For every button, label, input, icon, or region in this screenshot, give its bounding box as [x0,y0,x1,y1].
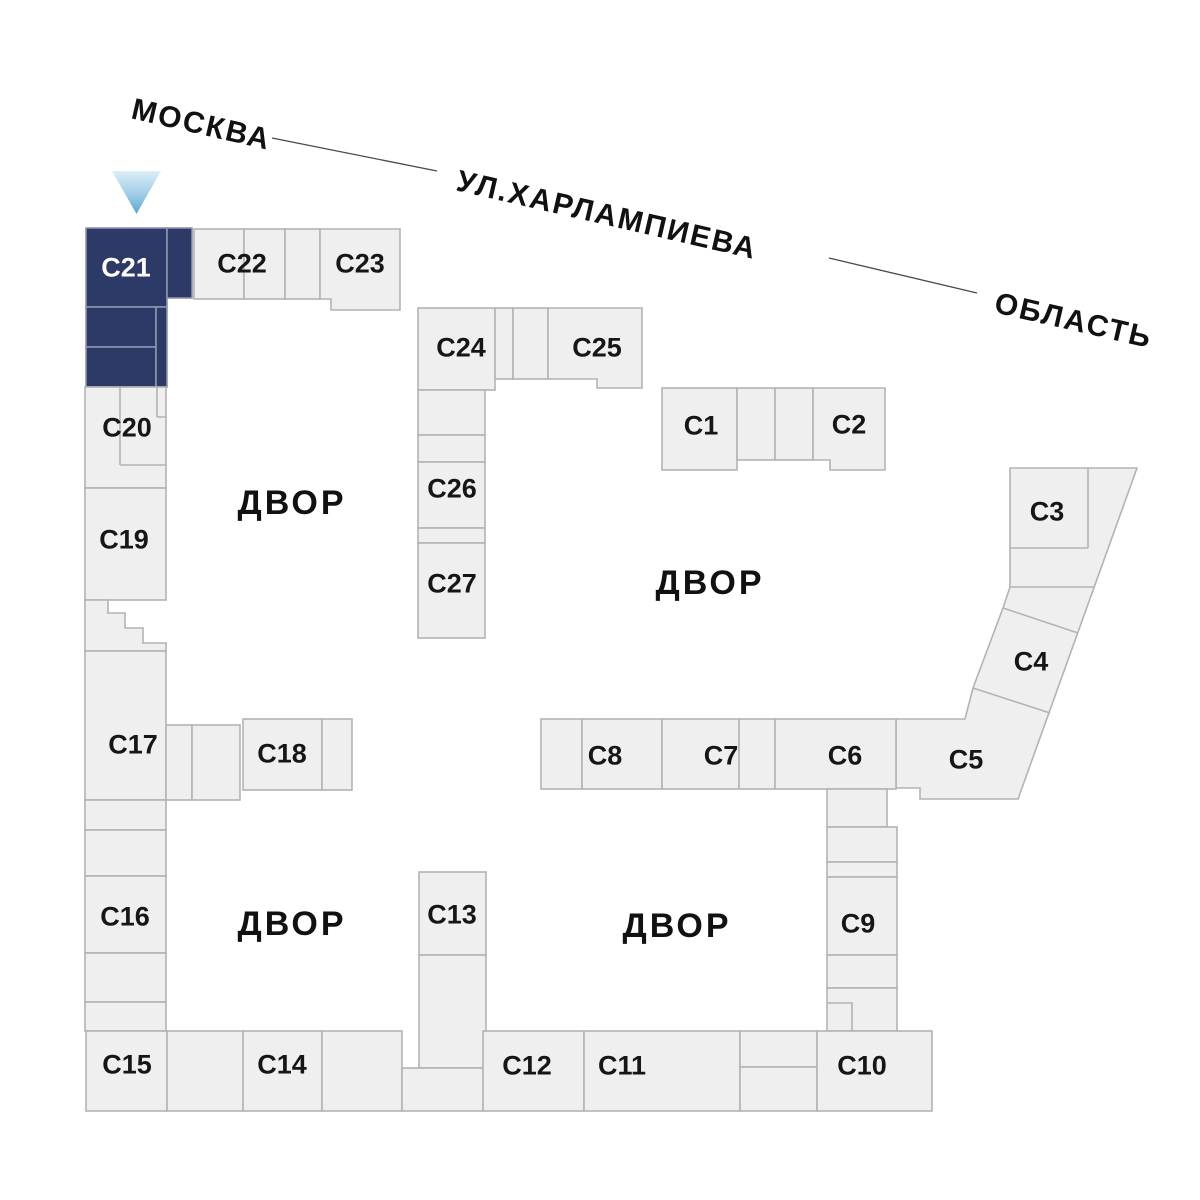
building-c7-shape[interactable] [661,718,740,790]
building-segment[interactable] [84,1001,167,1032]
building-c11-shape[interactable] [583,1030,741,1112]
building-c20: C20 [84,386,167,489]
building-c14-shape[interactable] [242,1030,323,1112]
building-c22-shape[interactable] [193,228,245,300]
building-c18-segment[interactable] [321,718,353,791]
building-c9-segment[interactable] [826,987,898,1032]
building-c1-shape[interactable] [661,387,738,471]
building-segment[interactable] [84,799,167,831]
selected-building-marker-icon [112,171,161,214]
building-c9-segment[interactable] [826,861,898,878]
building-c25: C25 [547,307,643,389]
building-c11: C11 [583,1030,741,1112]
building-c20-shape[interactable] [84,386,167,489]
building-c19: C19 [84,487,167,652]
building-c1: C1 [661,387,814,471]
street-label-kharlampieva: УЛ.ХАРЛАМПИЕВА [453,165,760,266]
building-c16: C16 [84,875,167,954]
building-c15-shape[interactable] [85,1030,168,1112]
building-strip-inner-lines [972,468,1094,714]
building-segment[interactable] [321,1030,403,1112]
building-c18-shape[interactable] [242,718,323,791]
building-c16-shape[interactable] [84,875,167,954]
building-c8-shape[interactable] [581,718,663,790]
building-segment[interactable] [401,1067,484,1112]
courtyard-label-southeast: ДВОР [622,907,731,945]
building-c23-shape[interactable] [319,228,401,311]
building-c19-shape[interactable] [84,487,167,601]
building-c12-shape[interactable] [482,1030,585,1112]
building-c3-c4-c5-shape[interactable] [895,467,1139,800]
building-segment[interactable] [738,718,776,790]
building-c13-segment[interactable] [418,954,487,1069]
building-c15: C15 [85,1030,168,1112]
building-segment[interactable] [417,434,486,463]
street-line-west [271,137,438,172]
building-segment[interactable] [540,718,583,790]
building-c25-shape[interactable] [547,307,643,389]
building-c26-shape[interactable] [417,461,486,529]
building-c21-shape[interactable] [85,227,168,308]
building-c22-segment[interactable] [284,228,321,300]
building-c22-segment[interactable] [243,228,286,300]
building-segment[interactable] [166,1030,244,1112]
building-c27: C27 [417,542,486,639]
building-segment[interactable] [84,829,167,877]
building-c24: C24 [417,307,549,391]
building-segment[interactable] [84,952,167,1003]
building-c10-shape[interactable] [816,1030,933,1112]
building-c9-shape[interactable] [826,876,898,956]
building-segment[interactable] [417,527,486,544]
building-c24-segment[interactable] [512,307,549,380]
building-c18: C18 [242,718,353,791]
building-c22: C22 [193,228,321,300]
building-c8: C8 [581,718,663,790]
building-strip-c3-c4-c5: C3 C4 C5 [895,467,1139,800]
building-c13-shape[interactable] [418,871,487,956]
building-c13: C13 [418,871,487,1069]
building-segment[interactable] [739,1030,818,1068]
courtyard-label-southwest: ДВОР [237,905,346,943]
building-c17-shape[interactable] [84,650,167,801]
building-c2: C2 [812,387,886,471]
building-c17: C17 [84,650,241,801]
building-c10: C10 [816,1030,933,1112]
building-c7: C7 [661,718,740,790]
building-c27-shape[interactable] [417,542,486,639]
building-segment[interactable] [417,389,486,436]
building-c21-segment[interactable] [85,346,157,388]
street-label-moscow: МОСКВА [128,93,274,157]
building-c1-segment[interactable] [774,387,814,461]
building-c23: C23 [319,228,401,311]
building-c26: C26 [417,461,486,529]
building-c1-segment[interactable] [736,387,776,461]
building-c19-stair-segment[interactable] [84,599,167,652]
building-segment[interactable] [739,1066,818,1112]
building-c24-shape[interactable] [417,307,496,391]
building-c6: C6 [774,718,897,790]
building-c12: C12 [482,1030,585,1112]
building-c14: C14 [242,1030,323,1112]
building-c9-segment[interactable] [826,788,888,828]
building-c2-shape[interactable] [812,387,886,471]
street-line-east [828,257,978,294]
building-c21-segment[interactable] [166,227,193,299]
building-c9: C9 [826,788,898,1032]
courtyard-label-northeast: ДВОР [655,564,764,602]
building-c21-segment[interactable] [85,306,157,348]
building-c6-shape[interactable] [774,718,897,790]
building-c9-inner-lines [827,1002,853,1031]
building-c24-segment[interactable] [494,307,514,380]
building-c17-segment[interactable] [191,724,241,801]
building-c9-segment[interactable] [826,954,898,989]
building-c9-segment[interactable] [826,826,898,863]
building-c17-segment[interactable] [165,724,193,801]
street-label-oblast: ОБЛАСТЬ [991,287,1155,355]
courtyard-label-northwest: ДВОР [237,484,346,522]
building-c21: C21 [85,227,193,388]
building-c21-segment[interactable] [155,306,168,388]
building-c20-inner-lines [119,387,166,466]
